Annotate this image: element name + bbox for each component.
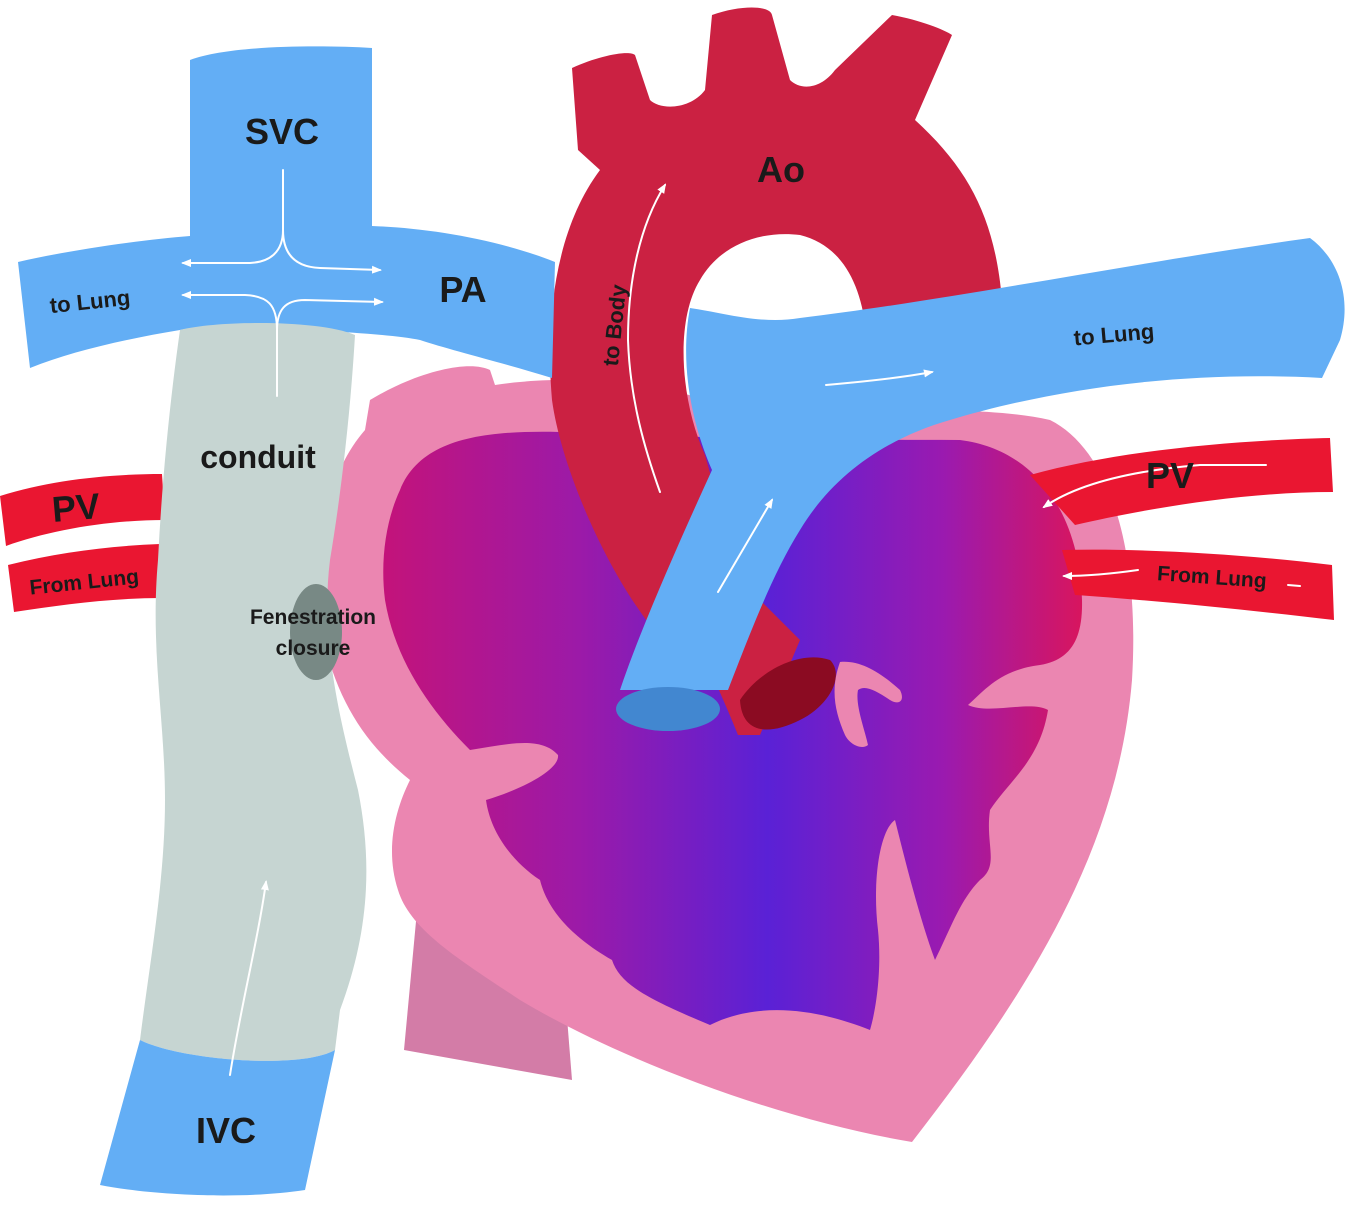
pulmonary-vein-right-lower	[1062, 549, 1334, 620]
valve-leaflet	[834, 661, 902, 747]
pulmonary-artery	[18, 46, 555, 378]
pulmonary-vein-left-upper	[0, 474, 165, 546]
ivc-label: IVC	[196, 1110, 256, 1151]
pa-to-right-lung-arrow	[825, 369, 934, 386]
aorta-to-body-arrow	[626, 183, 667, 493]
ventricle-chamber	[383, 431, 1083, 1030]
pv-right-label: PV	[1146, 455, 1194, 496]
ivc-upward-arrow	[229, 880, 269, 1076]
pulmonary-artery-cut-end	[616, 687, 720, 731]
svc-label: SVC	[245, 111, 319, 152]
pv-lower-inflow-arrow	[1062, 569, 1139, 580]
flow-arrows	[181, 169, 1301, 1076]
ao-label: Ao	[757, 149, 805, 190]
fenestration-label-line2: closure	[276, 637, 351, 660]
conduit-label: conduit	[200, 439, 316, 475]
conduit	[140, 323, 367, 1061]
pv-lower-tail	[1287, 584, 1301, 587]
conduit-to-right-lung-arrow	[276, 297, 384, 331]
pa-label: PA	[439, 269, 486, 310]
pulmonary-artery-right-branch	[620, 238, 1345, 690]
svc-to-right-lung-arrow	[282, 229, 382, 274]
pv-left-label: PV	[50, 485, 101, 530]
pv-upper-inflow-arrow	[1042, 464, 1267, 509]
fenestration-closure-device	[290, 584, 342, 680]
fenestration-label-line1: Fenestration	[250, 606, 376, 629]
ventricle-outflow-arrow	[717, 498, 774, 593]
ivc	[100, 1040, 335, 1196]
pulmonary-vein-right-upper	[1030, 438, 1333, 525]
pulmonary-vein-left-lower	[8, 544, 162, 612]
aortic-root-cut-end	[740, 657, 836, 730]
